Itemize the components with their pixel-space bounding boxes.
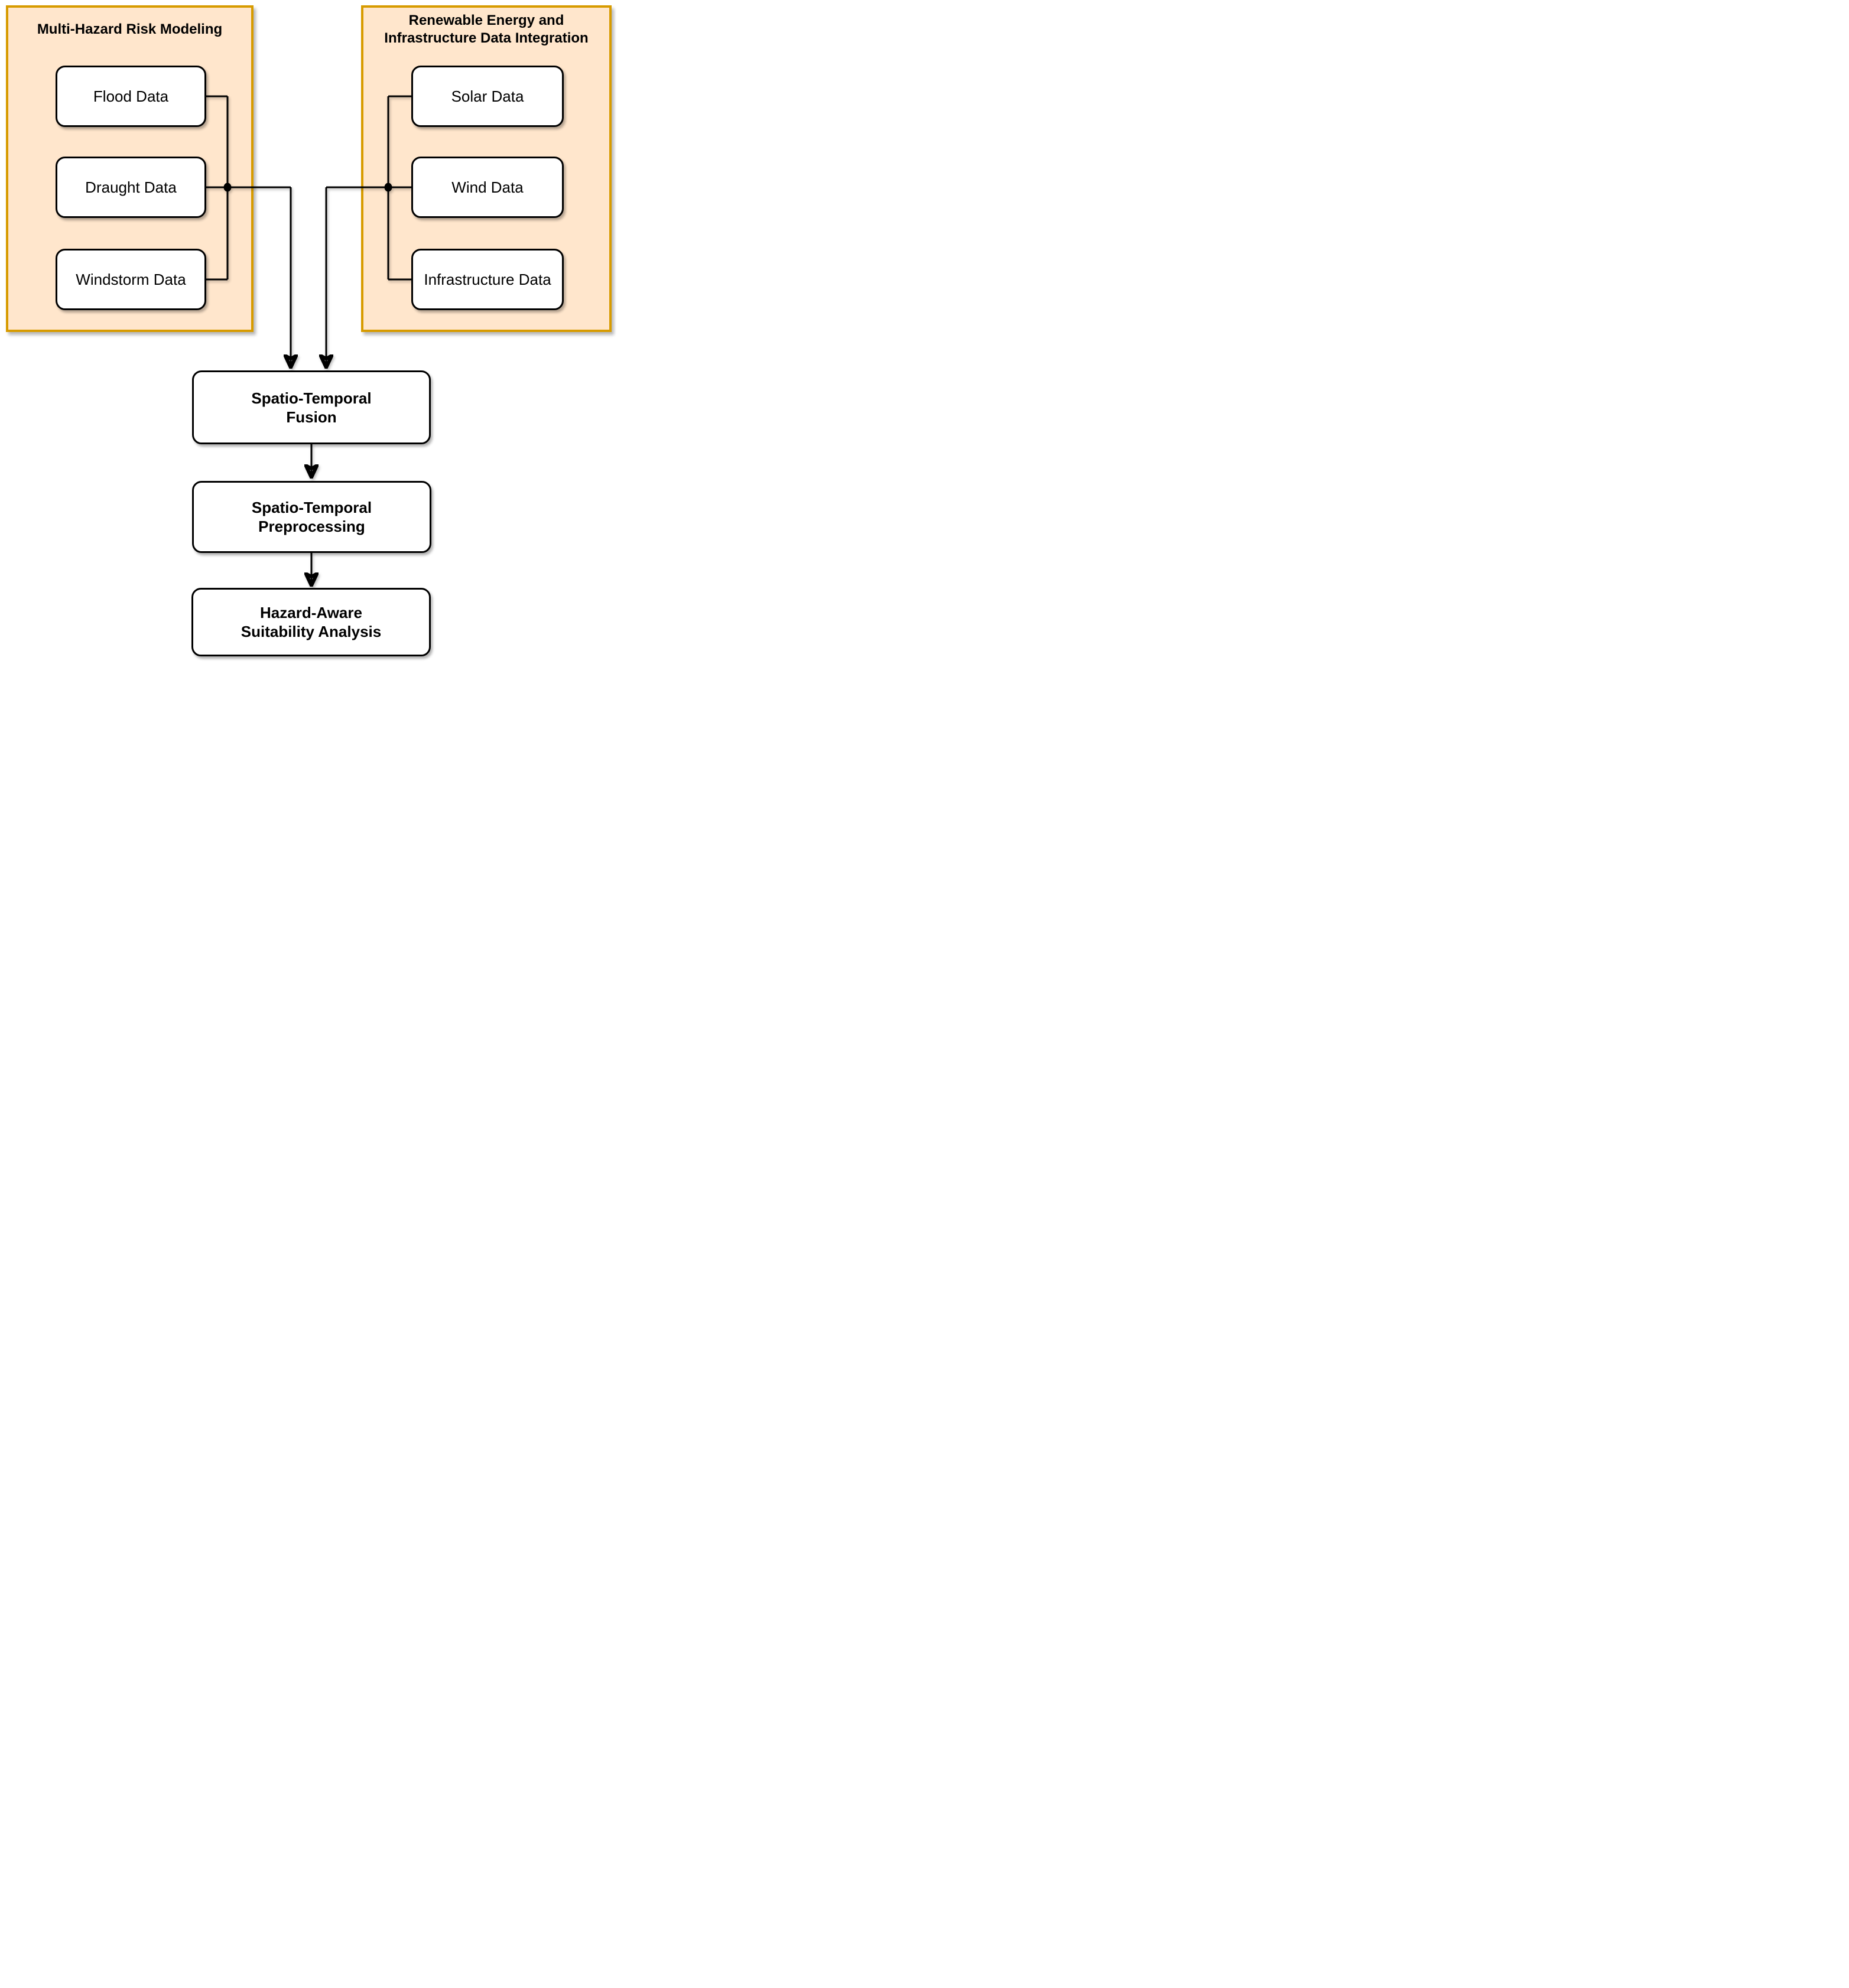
node-label: Windstorm Data xyxy=(76,271,186,288)
node-label: Wind Data xyxy=(451,178,524,196)
node-label: Solar Data xyxy=(451,87,524,105)
node-solar-data: Solar Data xyxy=(411,66,564,127)
node-label: Draught Data xyxy=(85,178,177,196)
group-title-multi-hazard: Multi-Hazard Risk Modeling xyxy=(8,8,251,38)
group-title-line1: Renewable Energy and xyxy=(408,12,564,28)
group-title-line2: Infrastructure Data Integration xyxy=(384,30,589,46)
node-label: Flood Data xyxy=(93,87,169,105)
node-draught-data: Draught Data xyxy=(56,157,206,218)
node-label-line1: Hazard-Aware xyxy=(260,604,362,622)
group-title-text: Multi-Hazard Risk Modeling xyxy=(37,21,223,37)
node-windstorm-data: Windstorm Data xyxy=(56,249,206,310)
node-infrastructure-data: Infrastructure Data xyxy=(411,249,564,310)
node-label-line2: Preprocessing xyxy=(258,518,365,535)
node-label: Infrastructure Data xyxy=(424,271,551,288)
node-label-line2: Suitability Analysis xyxy=(241,623,382,640)
node-spatio-temporal-preprocessing: Spatio-Temporal Preprocessing xyxy=(192,481,431,553)
node-label-line1: Spatio-Temporal xyxy=(251,499,372,516)
node-label-line1: Spatio-Temporal xyxy=(251,389,372,407)
node-label-line2: Fusion xyxy=(286,408,337,426)
node-hazard-aware-suitability-analysis: Hazard-Aware Suitability Analysis xyxy=(191,588,431,656)
diagram-canvas: Multi-Hazard Risk Modeling Renewable Ene… xyxy=(0,0,616,663)
node-spatio-temporal-fusion: Spatio-Temporal Fusion xyxy=(192,370,431,444)
node-wind-data: Wind Data xyxy=(411,157,564,218)
node-flood-data: Flood Data xyxy=(56,66,206,127)
group-title-renewable-energy: Renewable Energy and Infrastructure Data… xyxy=(363,8,609,47)
